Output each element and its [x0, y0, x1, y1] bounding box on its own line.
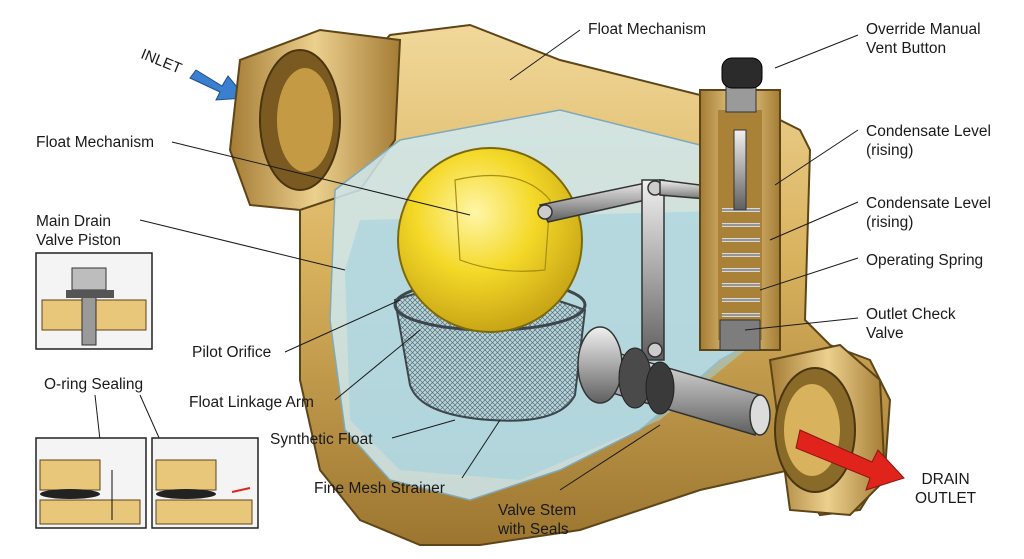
pilot-orifice-label: Pilot Orifice	[192, 344, 272, 361]
inset-oring-detail-2	[151, 437, 259, 529]
fine-mesh-strainer-label: Fine Mesh Strainer	[314, 480, 445, 497]
drain-outlet-arrow-icon	[795, 429, 905, 491]
override-vent-button[interactable]	[721, 57, 763, 89]
vent-column	[699, 57, 781, 351]
inset-oring-detail-1	[35, 437, 147, 529]
condensate-level-1-label: Condensate Level (rising)	[866, 123, 991, 159]
leader-lines	[94, 29, 859, 491]
operating-spring-label: Operating Spring	[866, 252, 984, 269]
inset-piston-detail	[35, 252, 153, 350]
drain-outlet-label: DRAIN OUTLET	[915, 471, 977, 507]
float-linkage-arm-label: Float Linkage Arm	[189, 394, 314, 411]
outlet-check-valve-label: Outlet Check Valve	[866, 306, 956, 342]
override-vent-label: Override Manual Vent Button	[866, 21, 981, 57]
condensate-level-2-label: Condensate Level (rising)	[866, 195, 991, 231]
oring-sealing-label: O-ring Sealing	[44, 376, 144, 393]
synthetic-float-ball	[397, 147, 583, 333]
valve-stem-seals-label: Valve Stem with Seals	[498, 502, 577, 538]
valve-stem-assembly	[577, 326, 771, 436]
float-mechanism-top-label: Float Mechanism	[588, 21, 707, 38]
float-mechanism-left-label: Float Mechanism	[36, 134, 155, 151]
inlet-arrow-icon	[189, 69, 248, 101]
main-drain-piston-label: Main Drain Valve Piston	[36, 213, 122, 249]
synthetic-float-label: Synthetic Float	[270, 431, 373, 448]
